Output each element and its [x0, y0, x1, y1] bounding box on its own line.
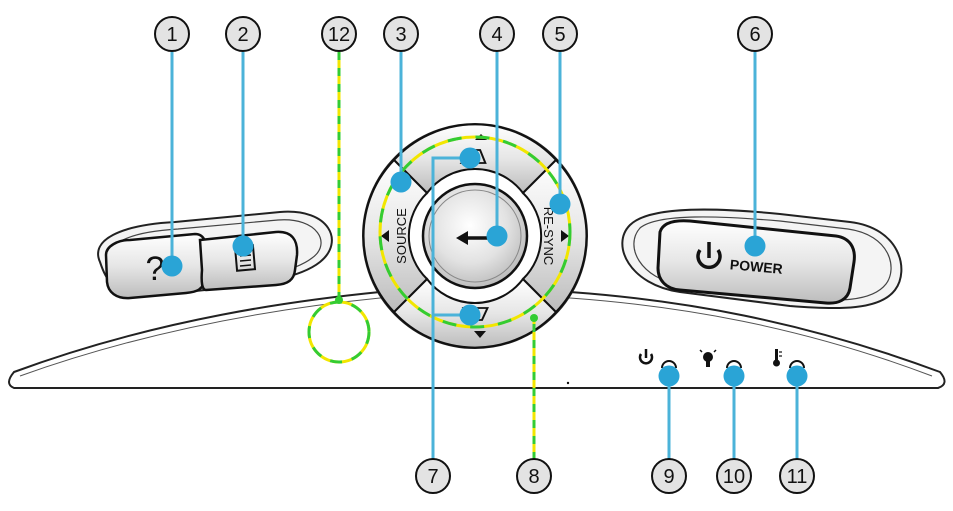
callout-9: 9 [651, 458, 687, 494]
callout-7: 7 [415, 458, 451, 494]
callout-8: 8 [516, 458, 552, 494]
help-button[interactable]: ? [104, 232, 208, 300]
callout-number: 5 [554, 24, 565, 46]
thermometer-icon [773, 349, 782, 367]
right-arrow-icon [561, 230, 569, 242]
callout-4: 4 [479, 16, 515, 52]
callout-2: 2 [225, 16, 261, 52]
callout-number: 8 [528, 466, 539, 488]
callout-number: 3 [395, 24, 406, 46]
source-key[interactable] [362, 158, 429, 314]
power-button[interactable]: POWER [656, 219, 856, 305]
enter-key[interactable] [421, 182, 529, 290]
callout-12: 12 [321, 16, 357, 52]
help-icon: ? [146, 250, 165, 288]
callout-3: 3 [383, 16, 419, 52]
lamp-icon [699, 349, 717, 367]
power-icon [696, 242, 722, 270]
callout-6: 6 [737, 16, 773, 52]
callout-lines [161, 52, 808, 460]
callout-number: 9 [663, 466, 674, 488]
callout-number: 6 [749, 24, 760, 46]
resync-label: RE-SYNC [541, 207, 556, 266]
dpad-highlight-ring [378, 135, 572, 329]
resync-key[interactable] [521, 158, 588, 314]
callout-1: 1 [154, 16, 190, 52]
callout-number: 4 [491, 24, 502, 46]
menu-button[interactable] [198, 230, 299, 292]
source-label: SOURCE [394, 208, 409, 264]
power-icon [638, 349, 654, 365]
power-label: POWER [729, 256, 783, 277]
callout-number: 11 [787, 466, 808, 488]
direction-pad: SOURCE RE-SYNC [362, 123, 588, 349]
callout-number: 7 [427, 466, 438, 488]
callout-5: 5 [542, 16, 578, 52]
left-arrow-icon [381, 230, 389, 242]
callout-number: 12 [328, 24, 350, 46]
callout-number: 10 [723, 466, 745, 488]
dashed-callout-lines [335, 52, 538, 460]
callout-10: 10 [716, 458, 752, 494]
callout-number: 1 [166, 24, 177, 46]
callout-11: 11 [779, 458, 815, 494]
callout-number: 2 [237, 24, 248, 46]
